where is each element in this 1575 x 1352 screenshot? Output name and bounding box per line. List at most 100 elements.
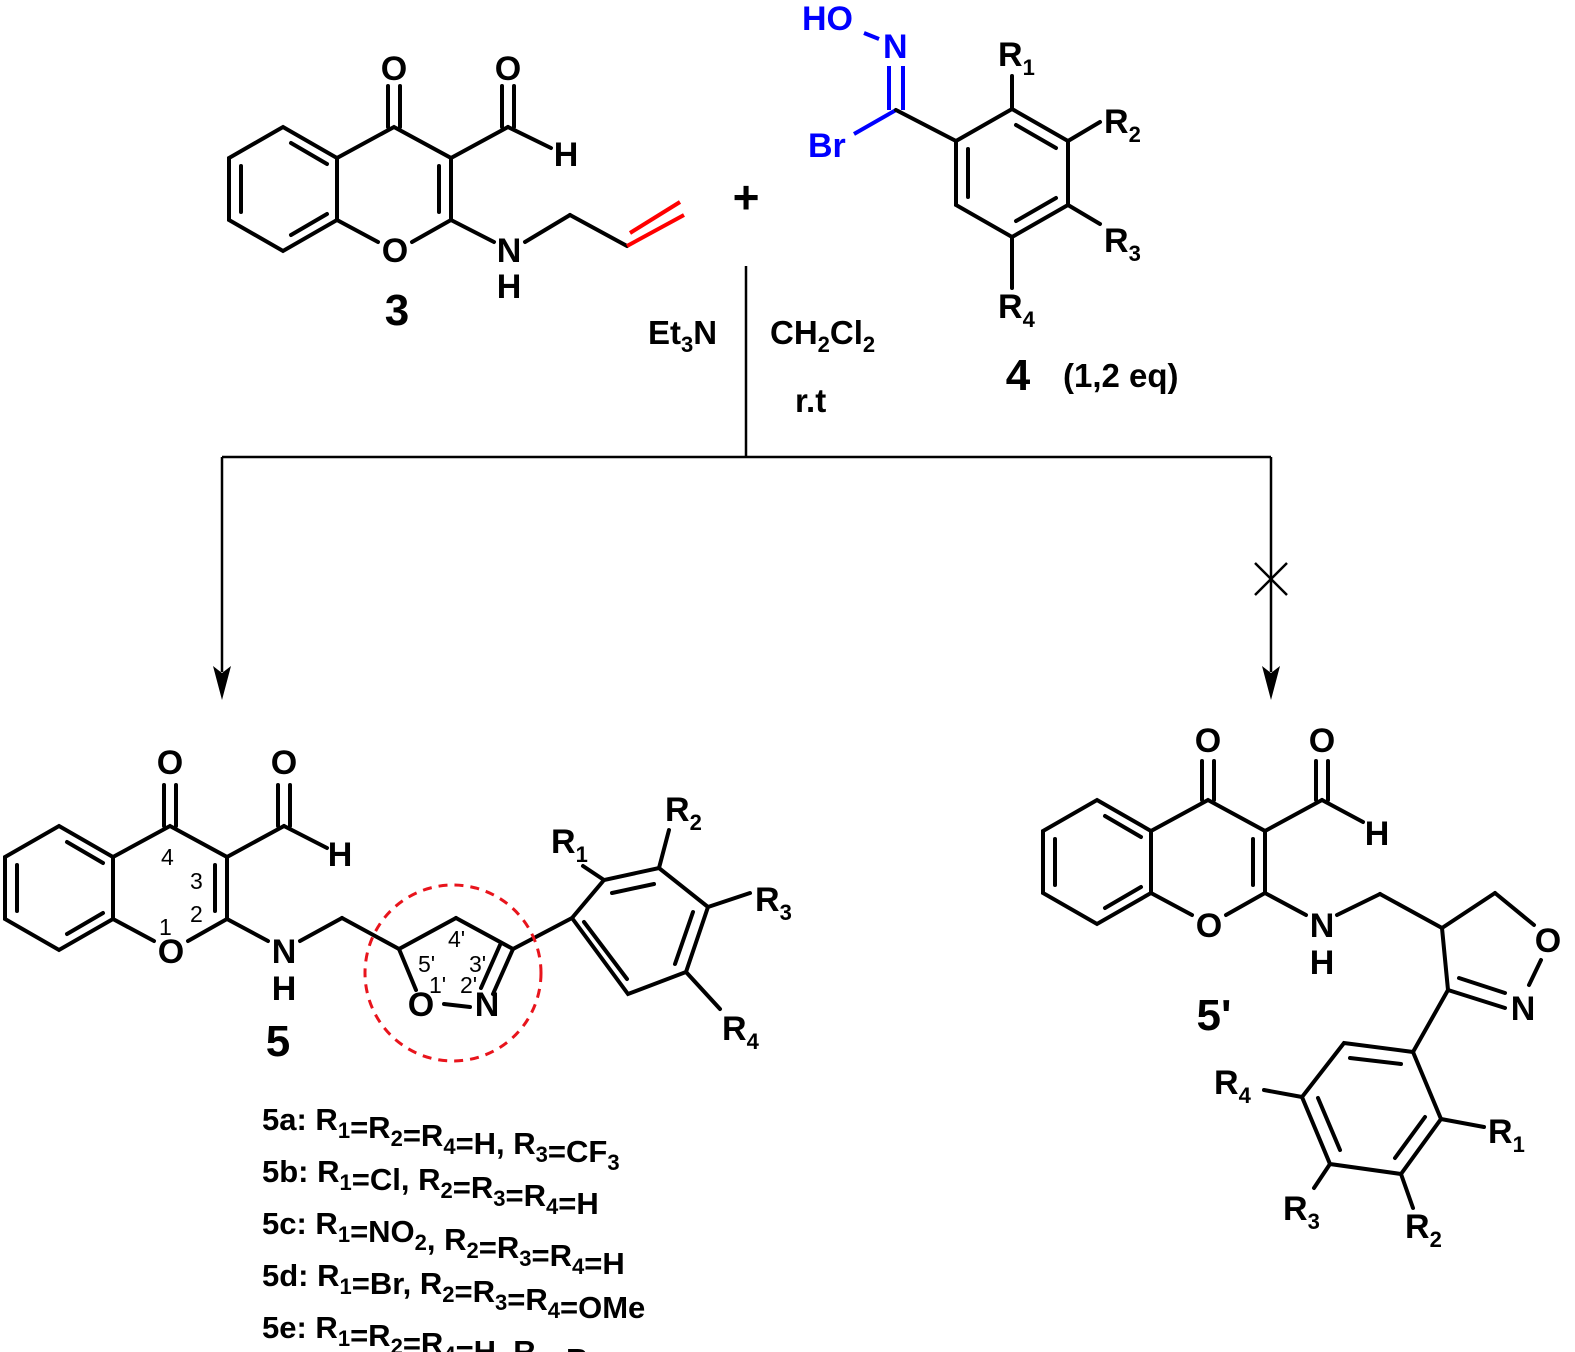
atom-label: O (495, 50, 521, 88)
subscript: 2 (391, 1334, 403, 1352)
atom-label: O (381, 50, 407, 88)
subscript: 3 (493, 1186, 505, 1211)
atom-label-blue: HO (802, 0, 853, 38)
subscript: 3 (1308, 1209, 1320, 1234)
r-group-label: R (998, 288, 1023, 326)
substituent-text: , R (427, 1222, 467, 1257)
subscript: 3 (607, 1150, 619, 1175)
subscript: 2 (863, 332, 875, 357)
r-group-label: R (1405, 1208, 1430, 1246)
compound-5-structure (3, 783, 752, 1011)
solvent-label: CH (770, 314, 818, 351)
subscript: 1 (338, 1118, 350, 1143)
subscript: 1 (340, 1170, 352, 1195)
subscript: 4 (572, 1254, 585, 1279)
svg-text:R1: R1 (1488, 1113, 1525, 1157)
atom-label: H (328, 836, 353, 874)
subscript: 2 (391, 1126, 403, 1151)
atom-label: O (1535, 922, 1561, 960)
subscript: 2 (1129, 122, 1141, 147)
svg-text:R3: R3 (1104, 222, 1141, 266)
svg-text:R4: R4 (998, 288, 1036, 332)
r-group-label: R (1488, 1113, 1513, 1151)
atom-label: O (157, 744, 183, 782)
substituent-text: R (317, 1258, 339, 1293)
substituent-text: =H (558, 1186, 599, 1221)
subscript: 3 (536, 1142, 548, 1167)
substituent-text: =H, R (456, 1126, 536, 1161)
subscript: 3 (780, 900, 792, 925)
subscript: 3 (536, 1350, 548, 1352)
svg-text:CH2Cl2: CH2Cl2 (770, 314, 875, 357)
svg-text:Et3N: Et3N (648, 314, 717, 357)
atom-label: H (1310, 944, 1335, 982)
plus-sign: + (733, 171, 760, 223)
atom-label: O (1195, 722, 1221, 760)
substituent-text: =H, R (456, 1334, 536, 1352)
substituent-text: =R (350, 1318, 391, 1352)
substituent-text: =Cl, R (352, 1162, 441, 1197)
subscript: 3 (519, 1246, 531, 1271)
subscript: 2 (467, 1238, 479, 1263)
compound-id: 5b: (262, 1154, 317, 1189)
atom-label: O (1309, 722, 1335, 760)
atom-label: O (271, 744, 297, 782)
r-group-label: R (998, 36, 1023, 74)
locant: 2 (190, 901, 203, 927)
atom-label-blue: Br (808, 127, 846, 165)
substituent-text: =R (453, 1170, 494, 1205)
substituent-text: R (315, 1102, 337, 1137)
atom-label: H (1365, 815, 1390, 853)
atom-label: O (408, 986, 434, 1024)
subscript: 2 (415, 1230, 427, 1255)
subscript: 2 (1430, 1227, 1442, 1252)
locant: 5' (418, 951, 435, 977)
substituent-line: 5a: R1=R2=R4=H, R3=CF3 (262, 1102, 620, 1175)
substituent-line: 5d: R1=Br, R2=R3=R4=OMe (262, 1258, 645, 1325)
subscript: 2 (440, 1178, 452, 1203)
substituent-text: =CF (548, 1134, 607, 1169)
subscript: 2 (818, 332, 830, 357)
substituent-text: R (315, 1310, 337, 1345)
subscript: 4 (443, 1342, 456, 1352)
locant: 4' (448, 926, 465, 952)
equivalents-label: (1,2 eq) (1063, 357, 1179, 394)
substituent-line: 5c: R1=NO2, R2=R3=R4=H (262, 1206, 625, 1281)
subscript: 1 (338, 1222, 350, 1247)
r-group-label: R (1214, 1064, 1239, 1102)
subscript: 2 (690, 810, 702, 835)
svg-text:R3: R3 (1283, 1190, 1320, 1234)
r-group-label: R (755, 881, 780, 919)
substituent-text: =R (507, 1282, 548, 1317)
r-group-label: R (1104, 222, 1129, 260)
atom-label: N (1310, 907, 1335, 945)
substituent-line: 5e: R1=R2=R4=H, R3=Br (262, 1310, 600, 1352)
compound-number-5prime: 5' (1197, 991, 1232, 1040)
svg-text:R4: R4 (722, 1010, 760, 1054)
substituent-text: =R (403, 1118, 444, 1153)
r-group-label: R (665, 791, 690, 829)
subscript: 1 (576, 842, 588, 867)
subscript: 4 (1239, 1083, 1252, 1108)
subscript: 2 (442, 1282, 454, 1307)
r-group-label: R (722, 1010, 747, 1048)
locant: 3 (190, 868, 203, 894)
atom-label: N (475, 986, 500, 1024)
compound-number-3: 3 (385, 286, 409, 335)
compound-id: 5a: (262, 1102, 315, 1137)
atom-label: H (554, 136, 579, 174)
locant: 1' (429, 972, 446, 998)
subscript: 4 (546, 1194, 559, 1219)
atom-label: N (497, 232, 522, 270)
subscript: 4 (747, 1029, 760, 1054)
subscript: 1 (338, 1326, 350, 1351)
subscript: 4 (548, 1298, 561, 1323)
subscript: 4 (1023, 307, 1036, 332)
svg-text:R1: R1 (998, 36, 1035, 80)
substituent-text: =R (454, 1274, 495, 1309)
compound-3-structure: O O H O N H (227, 50, 685, 306)
substituent-text: =R (479, 1230, 520, 1265)
svg-text:R2: R2 (665, 791, 702, 835)
atom-label: O (382, 232, 408, 270)
